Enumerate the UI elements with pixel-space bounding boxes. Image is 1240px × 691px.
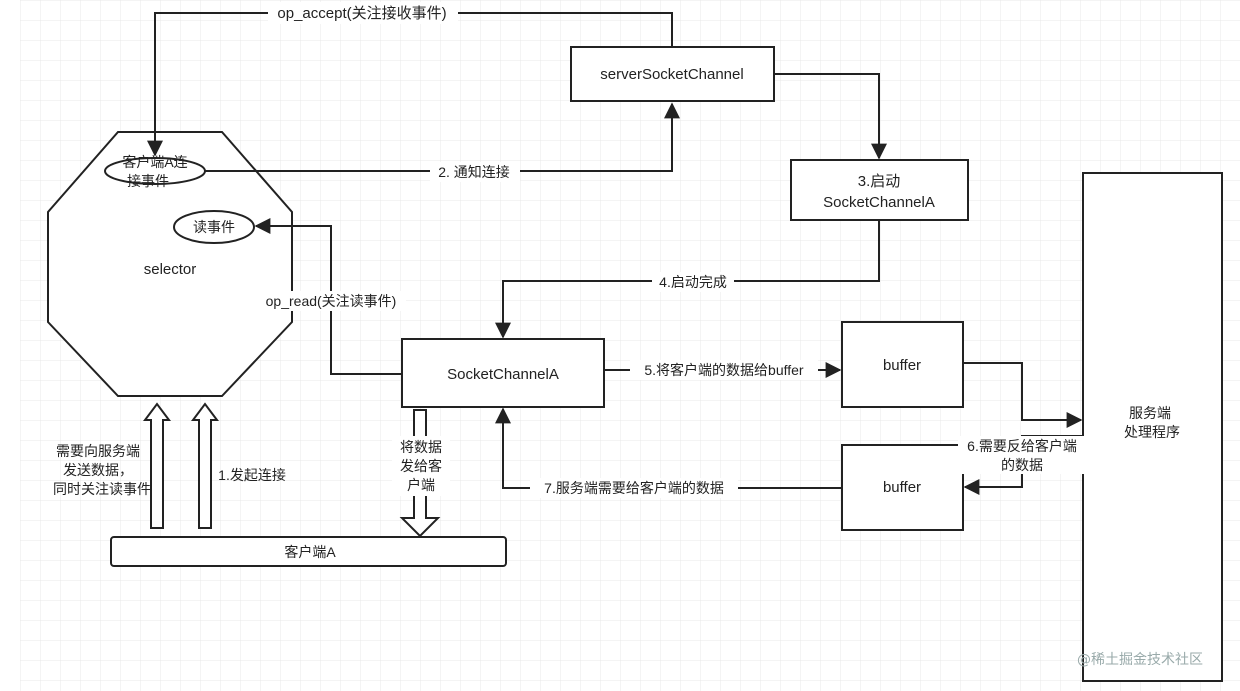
start-socket-channel-a-label-2: SocketChannelA: [823, 194, 935, 211]
edge-server-data-to-client-label-bg: [530, 478, 738, 498]
socket-channel-a-label: SocketChannelA: [447, 366, 559, 383]
buffer-top-box: [841, 321, 964, 408]
send-to-client-label-1: 将数据: [400, 439, 442, 455]
edge-server-data-to-client-label: 7.服务端需要给客户端的数据: [544, 480, 724, 496]
buffer-top-label: buffer: [883, 357, 921, 374]
edge-notify-connect-label: 2. 通知连接: [438, 164, 510, 180]
read-event-label: 读事件: [193, 219, 235, 235]
client-a-connect-event-label-1: 客户端A连: [122, 154, 187, 170]
initiate-connect-label: 1.发起连接: [218, 467, 286, 483]
edge-op-read-label-bg: [256, 291, 406, 311]
client-a-label: 客户端A: [284, 544, 336, 560]
edge-start-done-label-bg: [652, 272, 734, 292]
edge-notify-connect-label-bg: [430, 162, 520, 182]
client-need-send-label-2: 发送数据，: [63, 462, 133, 478]
block-arrow-initiate-connect: [191, 402, 219, 529]
buffer-bottom-box: [841, 444, 964, 531]
start-socket-channel-a-box: [790, 159, 969, 221]
edge-server-to-start: [774, 73, 887, 160]
server-handler-box: [1082, 172, 1223, 682]
server-handler-label-2: 处理程序: [1124, 424, 1180, 440]
server-socket-channel-label: serverSocketChannel: [600, 66, 743, 83]
watermark: @稀土掘金技术社区: [1077, 652, 1203, 668]
edge-client-data-to-buffer-label: 5.将客户端的数据给buffer: [644, 362, 804, 378]
client-need-send-label-1: 需要向服务端: [56, 443, 140, 459]
edge-need-feedback-label-2: 的数据: [1001, 457, 1043, 473]
start-socket-channel-a-label-1: 3.启动: [858, 173, 901, 190]
send-to-client-label-3: 户端: [407, 477, 435, 493]
edge-start-done-label: 4.启动完成: [659, 274, 727, 290]
send-to-client-label-bg: [392, 436, 450, 496]
edge-client-data-to-buffer-label-bg: [630, 360, 818, 380]
edge-op-accept-label: op_accept(关注接收事件): [277, 5, 446, 22]
read-event-ellipse: [173, 210, 255, 244]
client-a-connect-event-label-2: 接事件: [127, 173, 169, 189]
client-a-box: [110, 536, 507, 567]
edge-notify-connect: [205, 102, 680, 172]
send-to-client-label-2: 发给客: [400, 458, 442, 474]
edge-op-read-label: op_read(关注读事件): [266, 293, 397, 309]
edge-need-feedback-label-bg: [958, 436, 1086, 474]
buffer-bottom-label: buffer: [883, 479, 921, 496]
client-need-send-label-3: 同时关注读事件: [53, 481, 151, 497]
selector-label: selector: [144, 261, 197, 278]
block-arrow-need-send: [143, 402, 171, 529]
edge-buffer-to-handler: [963, 362, 1083, 428]
socket-channel-a-box: [401, 338, 605, 408]
edge-need-feedback-label-1: 6.需要反给客户端: [967, 438, 1077, 454]
edge-op-accept-label-bg: [268, 2, 458, 24]
selector-octagon: [47, 131, 293, 397]
server-handler-label-1: 服务端: [1129, 405, 1171, 421]
